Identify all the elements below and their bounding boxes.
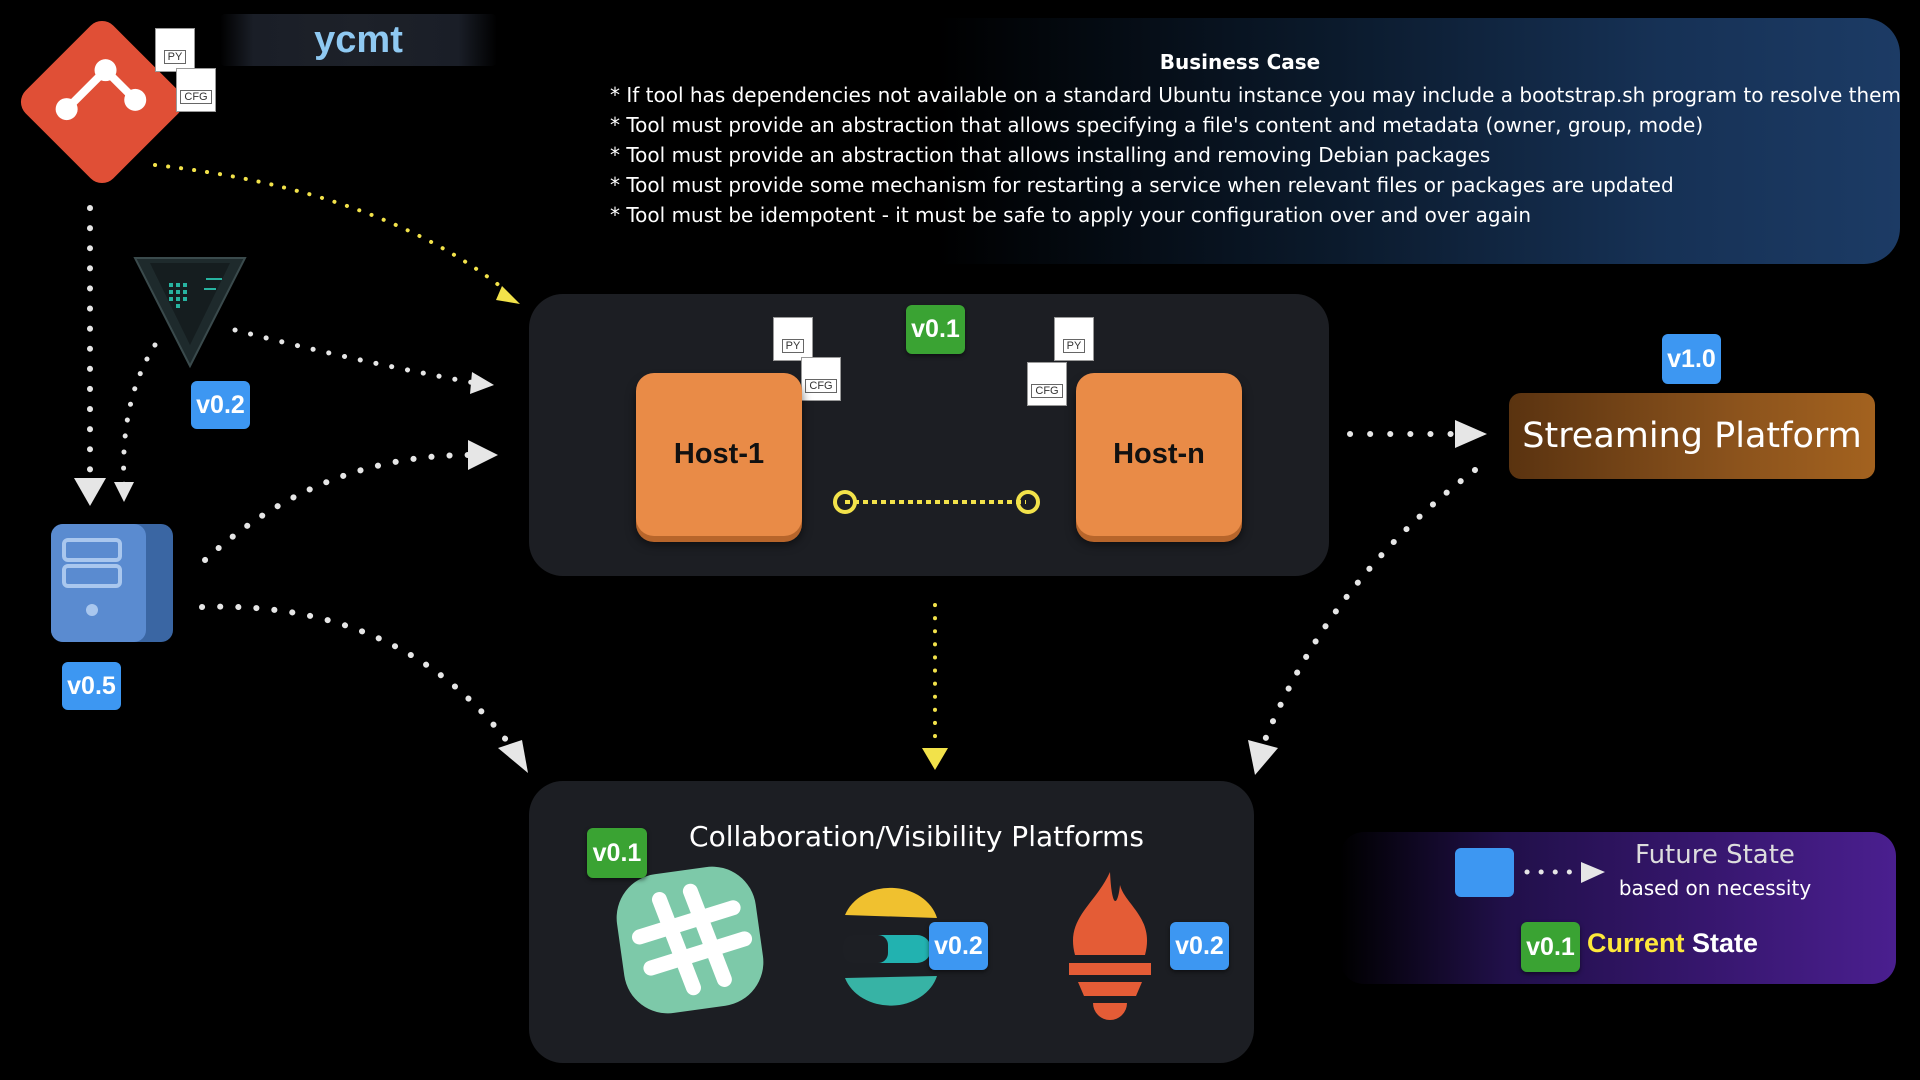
- arrow-head: [74, 478, 106, 506]
- hosts-version-badge: v0.1: [906, 305, 965, 354]
- business-case-item: * Tool must provide an abstraction that …: [610, 113, 1704, 137]
- app-title: ycmt: [314, 18, 403, 61]
- business-case-item: * If tool has dependencies not available…: [610, 83, 1901, 107]
- slack-version-badge: v0.1: [587, 828, 647, 878]
- file-type-label: CFG: [1031, 384, 1063, 398]
- server-icon: [51, 524, 173, 642]
- elastic-version-badge: v0.2: [929, 922, 988, 970]
- legend-state-word: State: [1692, 928, 1759, 958]
- prometheus-icon: [1069, 872, 1151, 1020]
- file-type-label: PY: [781, 339, 805, 353]
- vault-to-server-arrow: [121, 342, 158, 488]
- prometheus-version-badge: v0.2: [1170, 922, 1229, 970]
- file-icon: PY: [155, 28, 195, 72]
- streaming-platform-box[interactable]: Streaming Platform: [1509, 393, 1875, 479]
- arrow-head: [1455, 420, 1487, 448]
- arrow-head: [496, 286, 520, 304]
- file-icon: PY: [773, 317, 813, 361]
- file-type-label: CFG: [805, 379, 837, 393]
- file-type-label: CFG: [180, 90, 212, 104]
- host-connector-end: [833, 490, 857, 514]
- business-case-panel: [560, 18, 1900, 264]
- file-icon: PY: [1054, 317, 1094, 361]
- file-icon: CFG: [176, 68, 216, 112]
- slack-icon: [616, 866, 764, 1014]
- arrow-head: [470, 372, 494, 394]
- legend-future-title: Future State: [1635, 840, 1795, 870]
- host-1-node[interactable]: Host-1: [636, 373, 802, 536]
- arrow-head: [922, 748, 948, 770]
- elastic-icon: [843, 887, 937, 1006]
- vault-icon: [133, 257, 247, 369]
- business-case-item: * Tool must provide some mechanism for r…: [610, 173, 1674, 197]
- host-connector-end: [1016, 490, 1040, 514]
- server-version-badge: v0.5: [62, 662, 121, 710]
- collaboration-title: Collaboration/Visibility Platforms: [689, 820, 1144, 853]
- server-to-collab-arrow: [199, 603, 513, 748]
- server-to-hosts-arrow: [202, 452, 473, 563]
- arrow-head: [498, 740, 528, 773]
- business-case-title: Business Case: [1159, 50, 1321, 74]
- host-n-node[interactable]: Host-n: [1076, 373, 1242, 536]
- arrow-head: [468, 440, 498, 470]
- file-icon: CFG: [801, 357, 841, 401]
- business-case-item: * Tool must be idempotent - it must be s…: [610, 203, 1532, 227]
- vault-version-badge: v0.2: [191, 381, 250, 429]
- streaming-to-collab-arrow: [1262, 467, 1478, 743]
- business-case-list: * If tool has dependencies not available…: [610, 80, 1901, 230]
- arrow-head: [1248, 740, 1278, 775]
- arrow-head: [114, 482, 134, 502]
- legend-current-label: Current State: [1587, 928, 1847, 959]
- streaming-version-badge: v1.0: [1662, 334, 1721, 384]
- legend-panel: [1340, 832, 1896, 984]
- legend-current-badge: v0.1: [1521, 922, 1580, 972]
- legend-current-word: Current: [1587, 928, 1685, 958]
- file-type-label: PY: [163, 50, 187, 64]
- vault-to-hosts-arrow: [232, 327, 478, 386]
- legend-future-subtitle: based on necessity: [1618, 876, 1812, 900]
- title-bar: [220, 14, 497, 66]
- business-case-item: * Tool must provide an abstraction that …: [610, 143, 1491, 167]
- git-icon: [20, 20, 184, 184]
- file-type-label: PY: [1062, 339, 1086, 353]
- arrow-head: [1581, 862, 1605, 883]
- legend-future-swatch: [1455, 848, 1514, 897]
- file-icon: CFG: [1027, 362, 1067, 406]
